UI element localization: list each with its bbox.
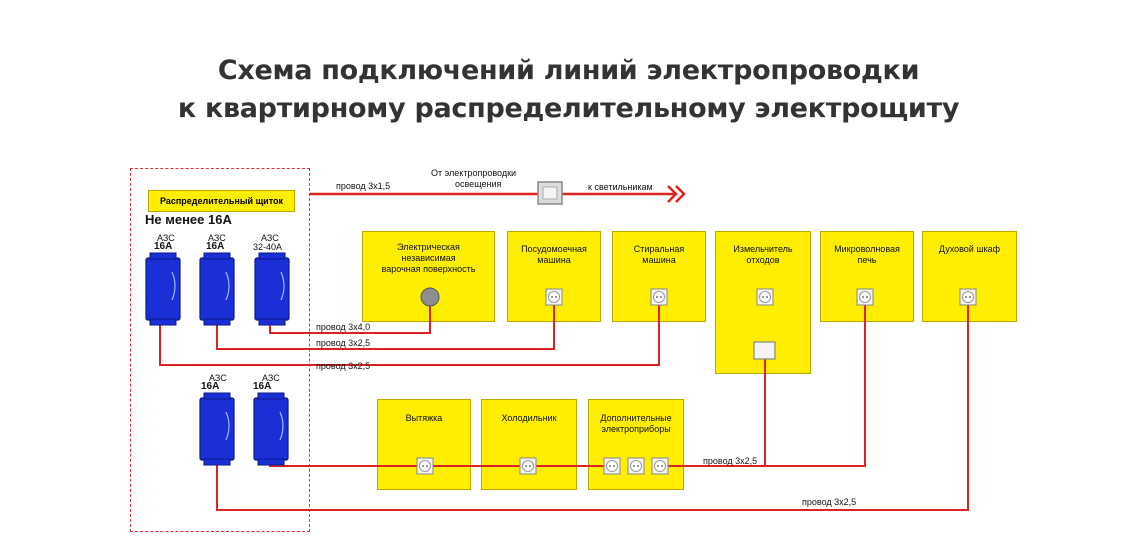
socket-extra-3-icon (651, 457, 669, 475)
disposer-switch-icon (753, 341, 776, 360)
distribution-panel-label: Распределительный щиток (148, 190, 295, 212)
lighting-target-label: к светильникам (588, 182, 653, 192)
breaker-2-type: АЗС (208, 233, 226, 243)
wire-label-disposer: провод 3х2,5 (703, 456, 758, 466)
socket-oven-icon (959, 288, 977, 306)
breaker-5-rating: 16А (253, 381, 272, 392)
breaker-4-icon (199, 392, 235, 466)
breaker-4-rating: 16А (201, 381, 220, 392)
wire-kitchen-outlets (269, 460, 604, 467)
box-hob: Электрическая независимая варочная повер… (362, 231, 495, 322)
breaker-3-type: АЗС (261, 233, 279, 243)
lighting-source-line-2: освещения (455, 179, 502, 189)
dishwasher-label-2: машина (537, 255, 571, 265)
socket-dishwasher-icon (545, 288, 563, 306)
socket-fridge-icon (519, 457, 537, 475)
disposer-label-1: Измельчитель (733, 244, 793, 254)
box-extra-appliances: Дополнительные электроприборы (588, 399, 684, 490)
lighting-wire-label: провод 3х1,5 (336, 181, 391, 191)
breaker-2-icon (199, 252, 235, 326)
socket-disposer-icon (756, 288, 774, 306)
hob-label-3: варочная поверхность (381, 264, 476, 274)
hob-label-2: независимая (401, 253, 456, 263)
breaker-2-rating: 16А (206, 241, 225, 252)
extra-label-2: электроприборы (601, 424, 671, 434)
wire-label-oven: провод 3х2,5 (802, 497, 857, 507)
washer-label-2: машина (642, 255, 676, 265)
junction-box-inner (542, 186, 558, 200)
box-microwave: Микроволновая печь (820, 231, 914, 322)
socket-extra-2-icon (627, 457, 645, 475)
lighting-wire (310, 185, 686, 203)
wire-washer (159, 305, 660, 366)
washer-label-1: Стиральная (633, 244, 685, 254)
wire-disposer (668, 358, 766, 467)
oven-label: Духовой шкаф (938, 244, 1001, 254)
socket-microwave-icon (856, 288, 874, 306)
breaker-1-icon (145, 252, 181, 326)
wire-microwave (765, 305, 866, 467)
wire-hob (269, 305, 431, 334)
hob-connector-icon (420, 287, 440, 307)
dishwasher-label-1: Посудомоечная (521, 244, 587, 254)
socket-extra-1-icon (603, 457, 621, 475)
diagram-title-line-1: Схема подключений линий электропроводки (217, 55, 920, 86)
extra-label-1: Дополнительные (600, 413, 672, 423)
box-hood: Вытяжка (377, 399, 471, 490)
lighting-source-line-1: От электропроводки (431, 168, 517, 178)
socket-washer-icon (650, 288, 668, 306)
breaker-1-rating: 16А (154, 241, 173, 252)
breaker-3-icon (254, 252, 290, 326)
disposer-label-2: отходов (746, 255, 780, 265)
box-fridge: Холодильник (481, 399, 577, 490)
wire-oven (216, 305, 969, 511)
wire-dishwasher (216, 305, 555, 350)
breaker-5-icon (253, 392, 289, 466)
breaker-5-type: АЗС (262, 373, 280, 383)
min-rating-label: Не менее 16А (145, 212, 232, 227)
breaker-3-rating: 32-40А (253, 242, 283, 252)
breaker-4-type: АЗС (209, 373, 227, 383)
hood-label: Вытяжка (405, 413, 443, 423)
microwave-label-2: печь (857, 255, 877, 265)
hob-label-1: Электрическая (397, 242, 460, 252)
breaker-1-type: АЗС (157, 233, 175, 243)
wire-label-dishwasher: провод 3х2,5 (316, 338, 371, 348)
wire-label-washer: провод 3х2,5 (316, 361, 371, 371)
fridge-label: Холодильник (501, 413, 557, 423)
socket-hood-icon (416, 457, 434, 475)
wire-label-hob: провод 3х4,0 (316, 322, 371, 332)
box-oven: Духовой шкаф (922, 231, 1017, 322)
microwave-label-1: Микроволновая (834, 244, 900, 254)
diagram-title-line-2: к квартирному распределительному электро… (177, 93, 960, 124)
